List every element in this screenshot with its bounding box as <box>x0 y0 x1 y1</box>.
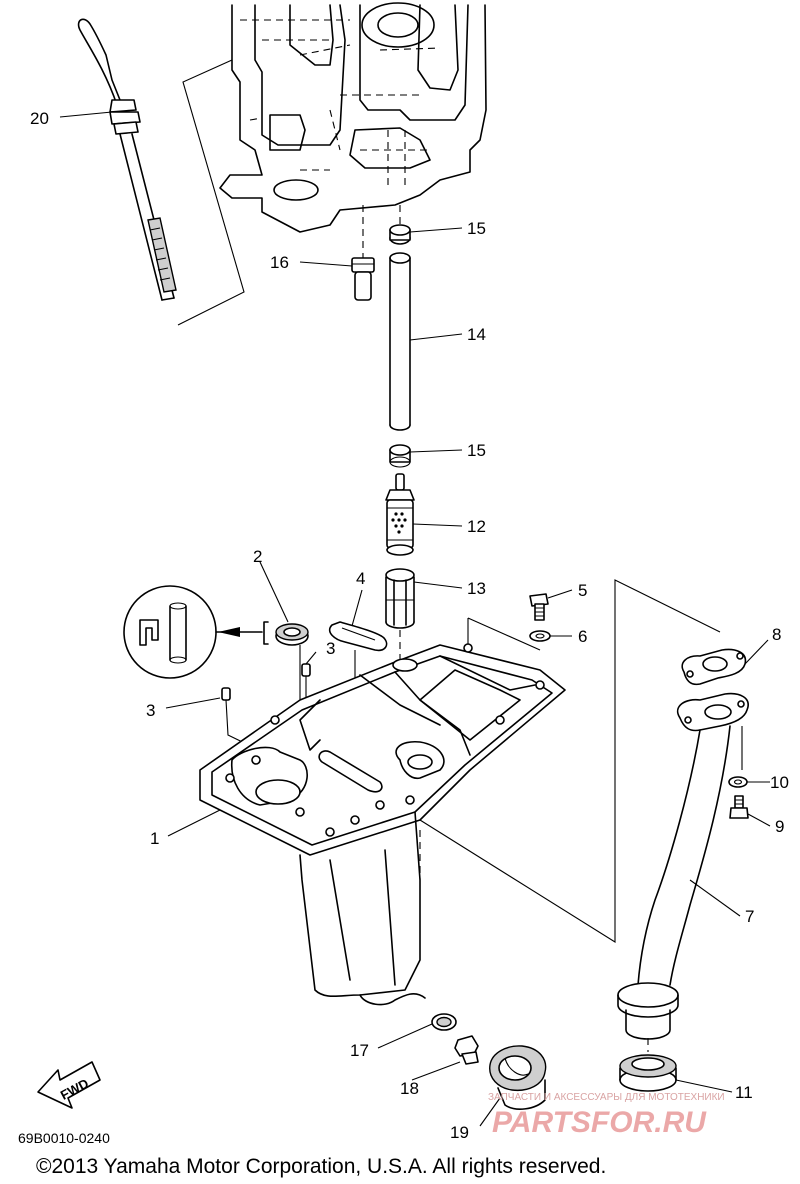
tube-part-14 <box>389 252 411 431</box>
callout-4: 4 <box>356 569 365 588</box>
callout-16: 16 <box>270 253 289 272</box>
bolt-part-9 <box>729 795 749 819</box>
diagram-code: 69B0010-0240 <box>18 1130 110 1146</box>
dipstick-inset-lines <box>177 59 245 326</box>
exhaust-pipe-part-7 <box>617 692 749 1040</box>
watermark-brand: PARTSFOR.RU <box>492 1106 707 1139</box>
callout-18: 17 <box>350 1041 369 1060</box>
watermark-tagline: ЗАПЧАСТИ И АКСЕССУАРЫ ДЛЯ МОТОТЕХНИКИ <box>488 1092 725 1103</box>
callout-15-lower: 15 <box>467 441 486 460</box>
callout-3-upper: 3 <box>326 639 335 658</box>
copyright-notice: ©2013 Yamaha Motor Corporation, U.S.A. A… <box>36 1155 606 1178</box>
leader-lines <box>59 111 771 1127</box>
callout-6: 6 <box>578 627 587 646</box>
seal-part-19 <box>489 1045 547 1110</box>
callout-1: 1 <box>150 829 159 848</box>
callout-13: 13 <box>467 579 486 598</box>
callout-5: 5 <box>578 581 587 600</box>
washer-part-10 <box>728 776 748 788</box>
callout-11: 11 <box>735 1083 753 1102</box>
callout-2: 2 <box>253 547 262 566</box>
callout-10: 10 <box>770 773 789 792</box>
oil-strainer-part-12 <box>385 473 415 556</box>
washer-part-6 <box>529 630 551 642</box>
callout-3-lower: 3 <box>146 701 155 720</box>
detail-inset-circle <box>123 585 269 679</box>
fitting-part-16 <box>351 205 375 301</box>
clip-part-15-upper <box>389 205 411 245</box>
gasket-part-8 <box>681 648 747 686</box>
callout-8: 8 <box>772 625 781 644</box>
callout-15-upper: 15 <box>467 219 486 238</box>
grommet-part-11 <box>619 1038 677 1092</box>
upper-casing-part-1 <box>199 579 721 1006</box>
clip-part-15-lower <box>389 444 411 468</box>
dipstick-part-20 <box>77 18 177 301</box>
callout-20: 20 <box>30 109 49 128</box>
callout-14: 14 <box>467 325 486 344</box>
strainer-cage-part-13 <box>385 568 415 665</box>
callout-7: 7 <box>745 907 754 926</box>
bolt-part-5 <box>529 593 549 621</box>
callout-12: 12 <box>467 517 486 536</box>
forward-direction-arrow: FWD <box>37 1061 101 1109</box>
callout-19: 19 <box>450 1123 469 1142</box>
gasket-part-18 <box>431 1013 457 1031</box>
callout-9: 9 <box>775 817 784 836</box>
drain-plug-part-17 <box>454 1035 479 1065</box>
watermark: ЗАПЧАСТИ И АКСЕССУАРЫ ДЛЯ МОТОТЕХНИКИ PA… <box>488 1092 725 1139</box>
engine-block-outline <box>219 2 487 233</box>
callout-17: 18 <box>400 1079 419 1098</box>
callout-numbers: 20 16 15 14 15 12 13 4 2 5 6 8 3 3 10 9 … <box>30 109 789 1142</box>
